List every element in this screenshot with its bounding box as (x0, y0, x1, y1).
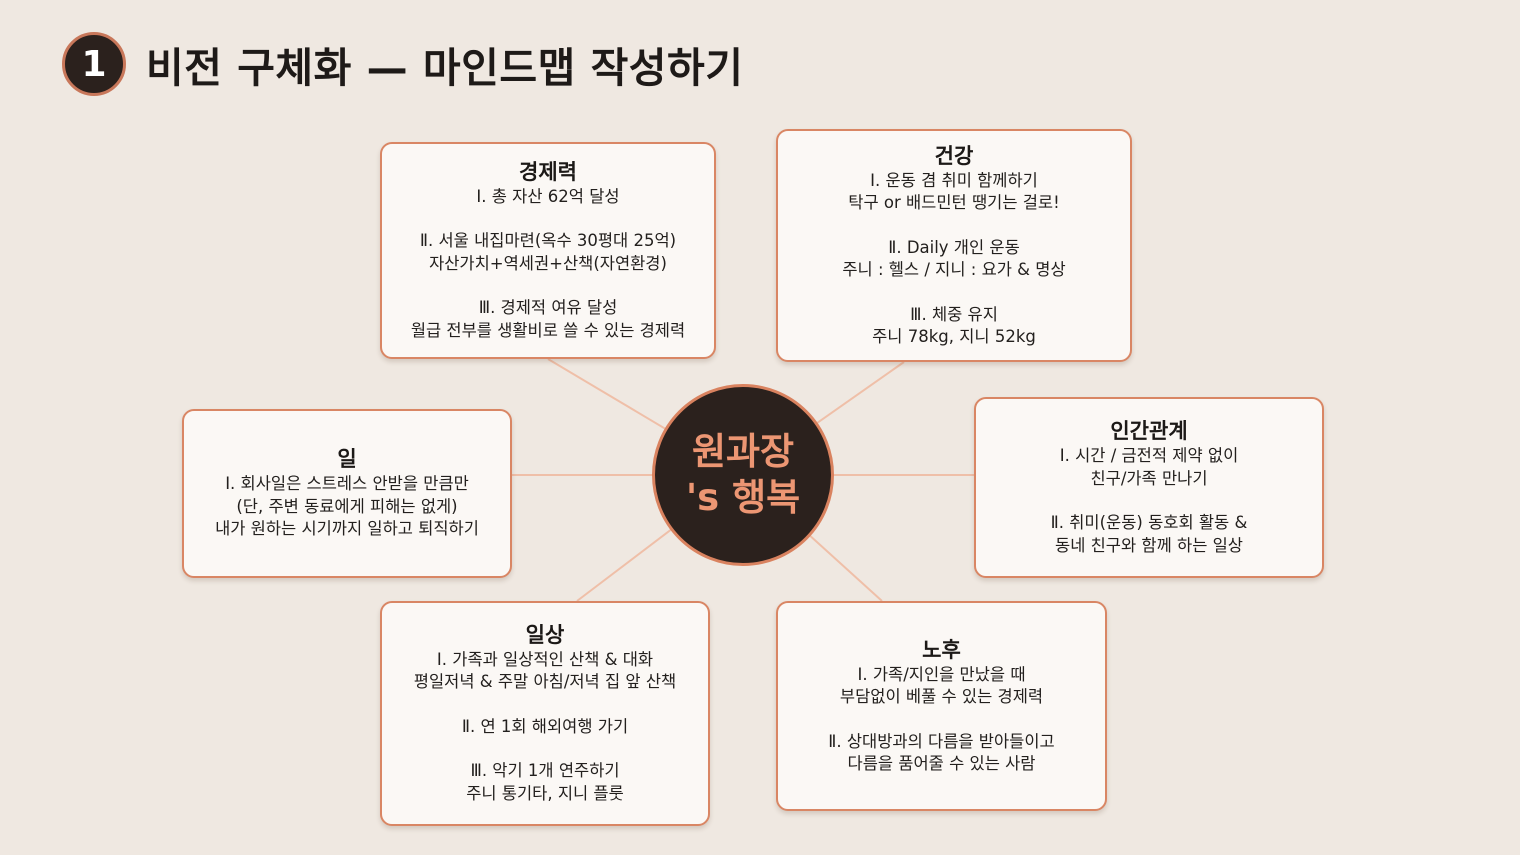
node-text-line: 친구/가족 만나기 (1090, 468, 1208, 488)
central-topic-line1: 원과장 (691, 430, 795, 473)
slide-title: 비전 구체화 — 마인드맵 작성하기 (146, 44, 744, 92)
node-text-line: Ⅰ. 가족/지인을 만났을 때 (857, 664, 1026, 684)
node-text-line: 자산가치+역세권+산책(자연환경) (429, 253, 667, 273)
node-text-line: 부담없이 베풀 수 있는 경제력 (839, 687, 1044, 706)
node-text-line: Ⅰ. 총 자산 62억 달성 (476, 186, 620, 206)
node-title: 일상 (525, 622, 565, 647)
node-text-line: Ⅱ. 서울 내집마련(옥수 30평대 25억) (419, 231, 677, 251)
node-text-line: Ⅲ. 경제적 여유 달성 (478, 298, 618, 318)
node-text-line: Ⅰ. 시간 / 금전적 제약 없이 (1059, 446, 1239, 465)
slide-header: 1 비전 구체화 — 마인드맵 작성하기 (62, 28, 743, 100)
node-text-line: Ⅱ. 취미(운동) 동호회 활동 & (1050, 513, 1248, 532)
node-text-line: Ⅰ. 회사일은 스트레스 안받을 만큼만 (225, 474, 469, 494)
node-title: 인간관계 (1110, 419, 1188, 443)
node-text-line: Ⅱ. 상대방과의 다름을 받아들이고 (828, 731, 1055, 751)
node-text-line: (단, 주변 동료에게 피해는 없게) (236, 496, 458, 516)
central-topic: 원과장 's 행복 (652, 384, 834, 566)
node-text-line: Ⅱ. Daily 개인 운동 (888, 237, 1020, 257)
node-title: 경제력 (519, 159, 577, 184)
node-text-line: 주니 통기타, 지니 플룻 (466, 783, 624, 803)
step-number-badge: 1 (62, 32, 126, 96)
central-topic-line2: 's 행복 (685, 476, 801, 519)
node-text-line: 주니 78kg, 지니 52kg (872, 327, 1036, 346)
node-text-line: 주니 : 헬스 / 지니 : 요가 & 명상 (842, 260, 1066, 279)
node-text-line: 탁구 or 배드민턴 땡기는 걸로! (848, 193, 1060, 212)
node-title: 일 (337, 447, 357, 472)
node-title: 노후 (922, 637, 961, 662)
node-text-line: Ⅲ. 체중 유지 (910, 304, 998, 324)
node-text-line: 내가 원하는 시기까지 일하고 퇴직하기 (215, 519, 479, 539)
node-text-line: 평일저녁 & 주말 아침/저녁 집 앞 산책 (413, 672, 677, 692)
node-text-line: Ⅰ. 운동 겸 취미 함께하기 (870, 170, 1038, 190)
node-title: 건강 (934, 143, 974, 168)
node-text-line: 동네 친구와 함께 하는 일상 (1055, 535, 1243, 555)
node-text-line: 월급 전부를 생활비로 쓸 수 있는 경제력 (410, 320, 686, 340)
node-text-line: Ⅰ. 가족과 일상적인 산책 & 대화 (436, 649, 654, 669)
node-text-line: Ⅱ. 연 1회 해외여행 가기 (461, 716, 629, 736)
node-text-line: Ⅲ. 악기 1개 연주하기 (470, 761, 620, 781)
node-text-line: 다름을 품어줄 수 있는 사람 (847, 754, 1036, 773)
